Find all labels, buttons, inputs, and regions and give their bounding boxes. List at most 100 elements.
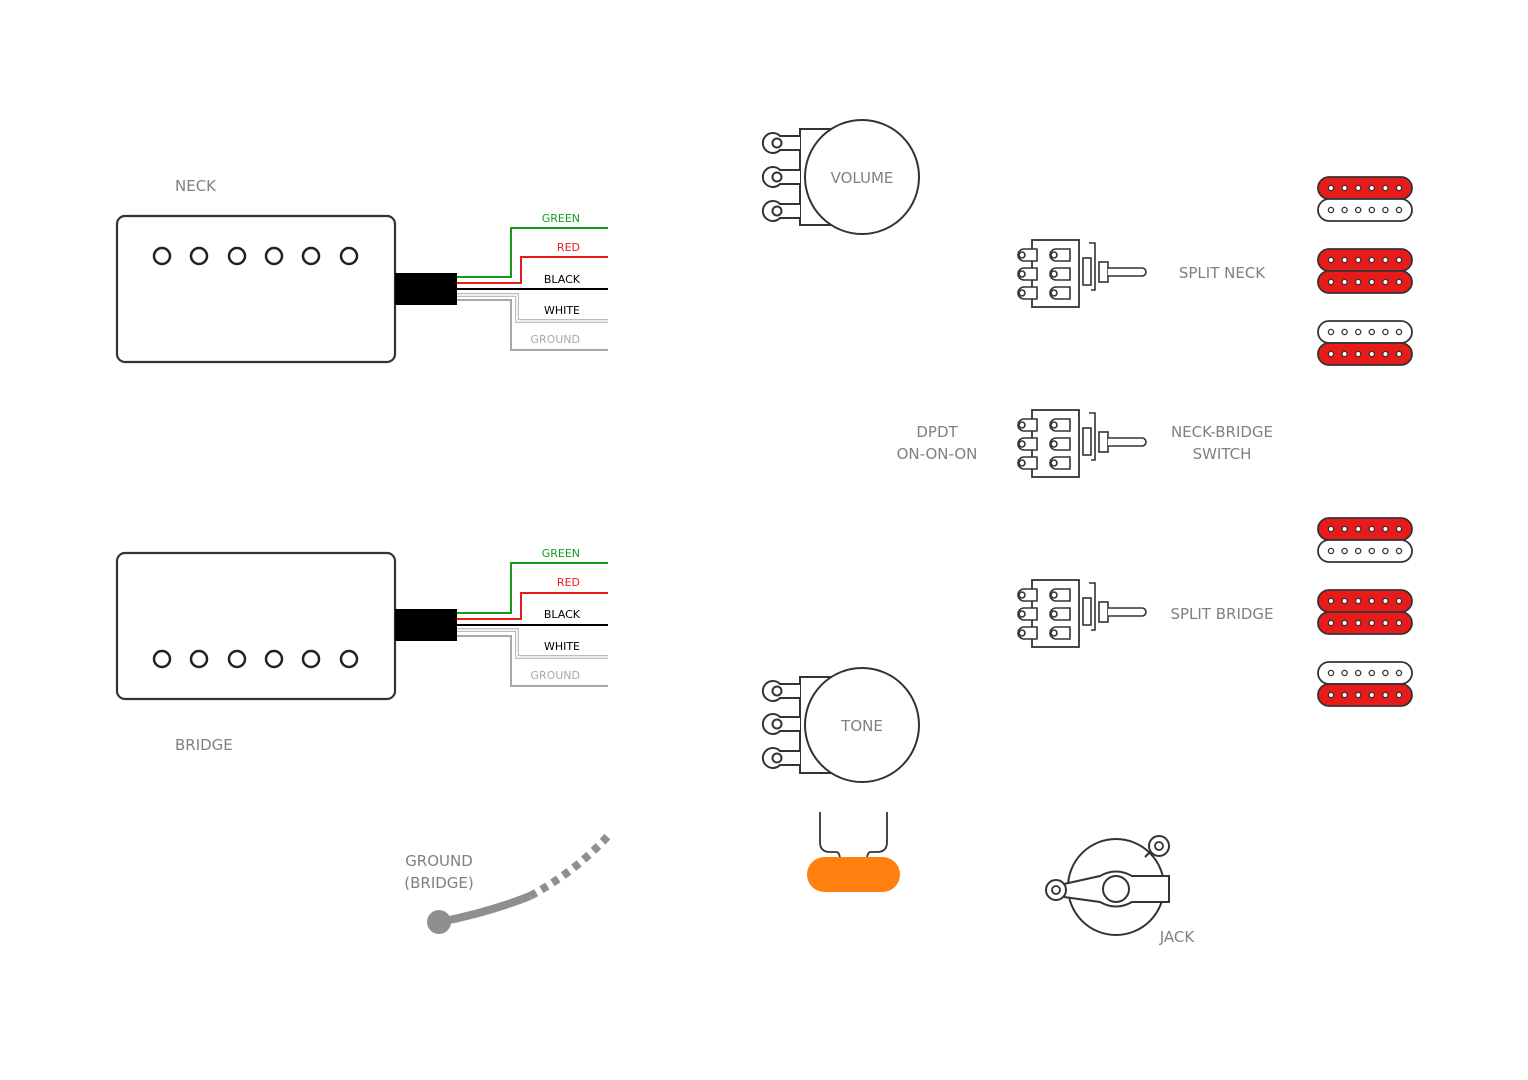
switch-bushing [1082, 597, 1092, 626]
tone-capacitor[interactable] [807, 812, 900, 892]
neck-wire-label-red: RED [557, 241, 580, 254]
volume-label: VOLUME [831, 169, 894, 187]
output-jack[interactable]: JACK [1045, 835, 1195, 946]
coil-pole [1368, 350, 1376, 358]
jack-barrel [1102, 875, 1130, 903]
jack-lug-hole [1051, 885, 1061, 895]
bridge-wire-green[interactable] [457, 562, 608, 614]
coil-state-split-neck-2 [1317, 248, 1413, 294]
switch-bushing [1082, 427, 1092, 456]
coil-pole [1327, 328, 1335, 336]
coil-white [1317, 198, 1413, 222]
coil-pole [1341, 328, 1348, 336]
bridge-pole-pieces [152, 649, 359, 669]
capacitor-body [807, 857, 900, 892]
neck-wire-white-core [457, 294, 608, 322]
coil-pole [1341, 206, 1348, 214]
coil-state-split-neck-3 [1317, 320, 1413, 366]
coil-pole [1395, 547, 1403, 555]
coil-state-split-bridge-1 [1317, 517, 1413, 563]
pole-piece [152, 649, 172, 669]
pole-piece [152, 246, 172, 266]
neck-wire-green[interactable] [457, 227, 608, 278]
bridge-wire-red[interactable] [457, 592, 608, 620]
pole-piece [189, 246, 209, 266]
coil-pole [1368, 256, 1376, 264]
coil-pole [1354, 278, 1362, 286]
neck-wire-red[interactable] [457, 256, 608, 284]
pole-piece [227, 649, 247, 669]
bridge-wire-label-black: BLACK [544, 608, 581, 621]
pole-piece [301, 649, 321, 669]
bridge-wire-label-ground: GROUND [530, 669, 580, 682]
coil-pole [1382, 691, 1389, 699]
coil-pole [1341, 525, 1348, 533]
bridge-pickup: GREEN RED BLACK WHITE GROUND BRIDGE [115, 547, 608, 754]
ground-label-line2: (BRIDGE) [404, 874, 474, 892]
coil-white [1317, 539, 1413, 563]
tone-label: TONE [840, 717, 883, 735]
pole-piece [227, 246, 247, 266]
bridge-wire-ground[interactable] [457, 635, 608, 687]
switch-toggle-lever[interactable] [1108, 437, 1147, 447]
coil-pole [1382, 547, 1389, 555]
coil-pole [1395, 619, 1403, 627]
bridge-wire-white[interactable] [457, 628, 608, 659]
switch-lugs [1017, 588, 1071, 640]
neck-wire-white[interactable] [457, 293, 608, 323]
coil-pole [1341, 669, 1348, 677]
volume-pot[interactable]: VOLUME [761, 119, 920, 235]
coil-pole [1341, 547, 1348, 555]
coil-state-split-neck-1 [1317, 176, 1413, 222]
neck-pole-pieces [152, 246, 359, 266]
neck-cable-jacket [395, 273, 457, 305]
switch-split-neck[interactable]: SPLIT NECK [1017, 239, 1266, 308]
bridge-wire-label-white: WHITE [544, 640, 580, 653]
coil-pole [1395, 206, 1403, 214]
coil-pole [1368, 525, 1376, 533]
coil-red [1317, 270, 1413, 294]
coil-pole [1368, 184, 1376, 192]
jack-lug-hole [1154, 841, 1164, 851]
tone-pot[interactable]: TONE [761, 667, 920, 783]
coil-pole [1327, 278, 1335, 286]
coil-pole [1327, 691, 1335, 699]
coil-pole [1327, 669, 1335, 677]
coil-red [1317, 342, 1413, 366]
switch-label: SPLIT BRIDGE [1170, 605, 1273, 623]
coil-pole [1382, 619, 1389, 627]
coil-pole [1382, 669, 1389, 677]
pot-lug-hole [771, 718, 783, 730]
coil-pole [1395, 350, 1403, 358]
neck-wire-label-green: GREEN [542, 212, 580, 225]
ground-strap-solid[interactable] [439, 892, 532, 926]
switch-nut [1089, 242, 1096, 291]
pole-piece [339, 649, 359, 669]
coil-state-icons [1317, 176, 1413, 707]
switch-neck-bridge[interactable]: DPDT ON-ON-ON NECK-BRIDGE SWITCH [897, 409, 1273, 478]
coil-pole [1382, 256, 1389, 264]
coil-pole [1327, 350, 1335, 358]
switch-toggle-lever[interactable] [1108, 607, 1147, 617]
coil-pole [1341, 278, 1348, 286]
switch-toggle-lever[interactable] [1108, 267, 1147, 277]
pot-lugs [761, 132, 800, 222]
switch-label-line2: SWITCH [1193, 445, 1252, 463]
coil-pole [1382, 525, 1389, 533]
coil-pole [1368, 597, 1376, 605]
coil-pole [1368, 278, 1376, 286]
coil-pole [1395, 184, 1403, 192]
coil-state-split-bridge-2 [1317, 589, 1413, 635]
coil-pole [1395, 278, 1403, 286]
coil-pole [1327, 184, 1335, 192]
pot-lug-hole [771, 137, 783, 149]
pole-piece [339, 246, 359, 266]
ground-strap-dashed[interactable] [528, 833, 611, 900]
neck-wire-ground[interactable] [457, 299, 608, 351]
pot-knob [804, 119, 920, 235]
coil-pole [1368, 547, 1376, 555]
pole-piece [301, 246, 321, 266]
coil-pole [1395, 525, 1403, 533]
coil-pole [1368, 691, 1376, 699]
switch-split-bridge[interactable]: SPLIT BRIDGE [1017, 579, 1274, 648]
